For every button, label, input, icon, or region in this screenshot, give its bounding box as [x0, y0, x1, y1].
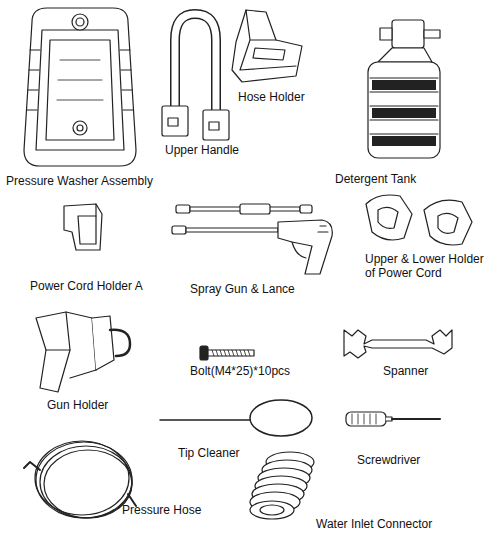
water-inlet-connector [250, 452, 314, 519]
part-label: Hose Holder [238, 90, 305, 104]
upper-handle [162, 14, 229, 140]
spray-gun-lance [172, 204, 332, 274]
part-label: Pressure Hose [122, 503, 201, 517]
part-label: Spanner [383, 364, 428, 378]
bolt [200, 346, 254, 360]
part-label: Water Inlet Connector [316, 517, 432, 531]
part-label: Upper & Lower Holder of Power Cord [365, 252, 490, 280]
detergent-tank [368, 20, 440, 158]
gun-holder [36, 312, 130, 392]
screwdriver [346, 412, 440, 426]
part-label: Detergent Tank [335, 172, 416, 186]
tip-cleaner [160, 400, 312, 436]
part-label: Spray Gun & Lance [190, 282, 295, 296]
part-label: Bolt(M4*25)*10pcs [190, 364, 290, 378]
hose-holder [232, 10, 302, 82]
part-label: Power Cord Holder A [30, 279, 143, 293]
part-label: Screwdriver [357, 453, 420, 467]
part-label: Gun Holder [47, 398, 108, 412]
pressure-washer [24, 8, 136, 166]
power-cord-holders [366, 195, 472, 245]
part-label: Tip Cleaner [178, 446, 240, 460]
part-label: Pressure Washer Assembly [6, 174, 153, 188]
spanner [344, 330, 452, 358]
power-cord-holder-a [64, 204, 102, 250]
part-label: Upper Handle [165, 143, 239, 157]
pressure-hose [24, 441, 136, 518]
